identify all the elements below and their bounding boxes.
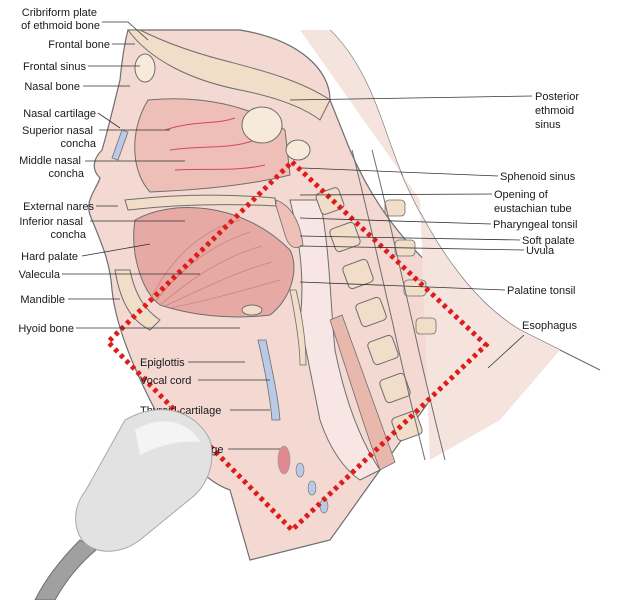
label-vocal-cord: Vocal cord <box>140 375 191 387</box>
label-nasal-bone: Nasal bone <box>24 81 80 93</box>
label-hyoid-bone: Hyoid bone <box>18 323 74 335</box>
sphenoid-sinus <box>285 139 311 161</box>
pharynx-airway <box>289 199 381 481</box>
leader-lines <box>62 21 533 450</box>
label-valecula: Valecula <box>19 269 61 281</box>
mandible-bone <box>114 269 161 331</box>
epiglottis <box>289 289 307 366</box>
label-sphenoid-sinus: Sphenoid sinus <box>500 171 576 183</box>
label-posterior-ethmoid-sinus: Posterior ethmoid sinus <box>535 91 582 131</box>
label-opening-eustachian-tube: Opening of eustachian tube <box>494 189 572 215</box>
label-cribriform-plate: Cribriform plate of ethmoid bone <box>21 7 100 32</box>
left-labels: Cribriform plate of ethmoid bone Frontal… <box>18 7 110 335</box>
label-frontal-sinus: Frontal sinus <box>23 61 86 73</box>
nasal-concha-lines <box>164 117 266 171</box>
tongue-fibers <box>149 219 281 309</box>
soft-palate <box>275 199 304 249</box>
probe-cable <box>34 539 97 600</box>
hyoid-bone <box>241 304 263 316</box>
label-superior-nasal-concha: Superior nasal concha <box>22 125 97 150</box>
label-inferior-nasal-concha: Inferior nasal concha <box>19 216 87 241</box>
esophagus <box>329 314 396 471</box>
probe-highlight <box>135 421 200 455</box>
label-nasal-cartilage: Nasal cartilage <box>23 108 96 120</box>
label-pharyngeal-tonsil: Pharyngeal tonsil <box>493 219 577 231</box>
probe-body <box>75 409 213 552</box>
label-frontal-bone: Frontal bone <box>48 39 110 51</box>
label-soft-palate: Soft palate <box>522 235 575 247</box>
frontal-sinus <box>134 53 156 83</box>
label-middle-nasal-concha: Middle nasal concha <box>19 155 85 180</box>
cricoid-cartilage <box>277 445 291 475</box>
label-esophagus: Esophagus <box>522 320 578 332</box>
nasal-cartilage <box>111 129 129 161</box>
label-hard-palate: Hard palate <box>21 251 78 263</box>
spinal-canal <box>351 149 426 461</box>
label-palatine-tonsil: Palatine tonsil <box>507 285 576 297</box>
ethmoid-sinus <box>241 106 283 144</box>
label-uvula: Uvula <box>526 245 555 257</box>
skull-bone <box>127 29 331 121</box>
tracheal-ring-2 <box>307 480 317 496</box>
neck-back-tissue <box>300 30 560 460</box>
label-external-nares: External nares <box>23 201 94 213</box>
right-labels: Posterior ethmoid sinus Sphenoid sinus O… <box>493 91 582 332</box>
tracheal-ring-1 <box>295 462 305 478</box>
label-epiglottis: Epiglottis <box>140 357 185 369</box>
ultrasound-probe <box>34 409 213 600</box>
label-mandible: Mandible <box>20 294 65 306</box>
spinal-canal-outer <box>371 149 446 461</box>
tongue <box>133 207 295 318</box>
region-of-interest-frame <box>104 158 490 534</box>
